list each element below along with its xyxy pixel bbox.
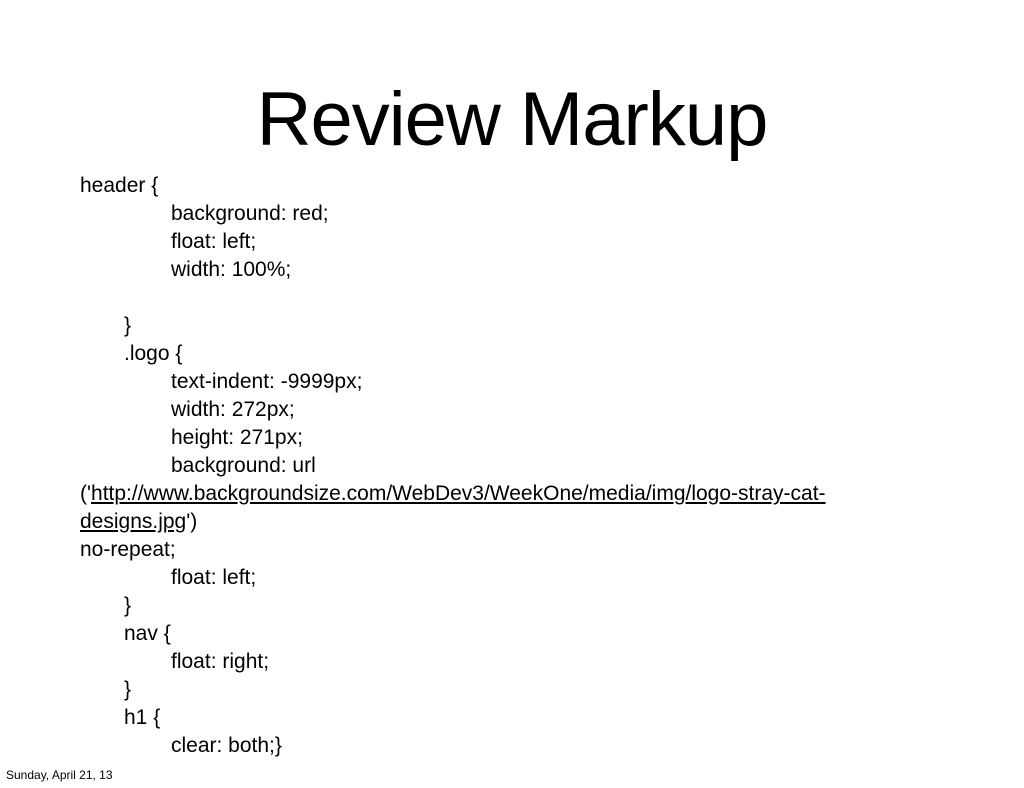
code-line-float-right: float: right;	[171, 650, 270, 673]
footer-date: Sunday, April 21, 13	[6, 768, 113, 782]
code-line-header-open: header {	[80, 174, 159, 197]
code-line-logo-close: }	[124, 594, 132, 617]
url-open-paren: ('	[80, 482, 92, 505]
code-line-url-part1: ('http://www.backgroundsize.com/WebDev3/…	[80, 480, 826, 508]
slide-title: Review Markup	[256, 77, 769, 162]
logo-url-link[interactable]: http://www.backgroundsize.com/WebDev3/We…	[91, 482, 826, 505]
code-line-height-271: height: 271px;	[171, 426, 303, 449]
code-line-no-repeat: no-repeat;	[80, 538, 176, 561]
logo-url-link-continued[interactable]: designs.jpg	[80, 510, 187, 533]
code-line-width-272: width: 272px;	[171, 398, 295, 421]
code-line-background-url: background: url	[171, 454, 316, 477]
code-line-header-close: }	[124, 314, 132, 337]
code-line-clear-both: clear: both;}	[171, 734, 282, 757]
code-line-text-indent: text-indent: -9999px;	[171, 370, 363, 393]
code-line-logo-float-left: float: left;	[171, 566, 257, 589]
code-line-h1-open: h1 {	[124, 706, 161, 729]
code-line-nav-open: nav {	[124, 622, 171, 645]
code-line-url-part2: designs.jpg')	[80, 508, 197, 536]
code-line-float-left: float: left;	[171, 230, 257, 253]
code-line-background-red: background: red;	[171, 202, 329, 225]
code-line-width-100: width: 100%;	[171, 258, 292, 281]
code-line-logo-open: .logo {	[124, 342, 183, 365]
code-line-nav-close: }	[124, 678, 132, 701]
url-close-paren: ')	[186, 510, 198, 533]
